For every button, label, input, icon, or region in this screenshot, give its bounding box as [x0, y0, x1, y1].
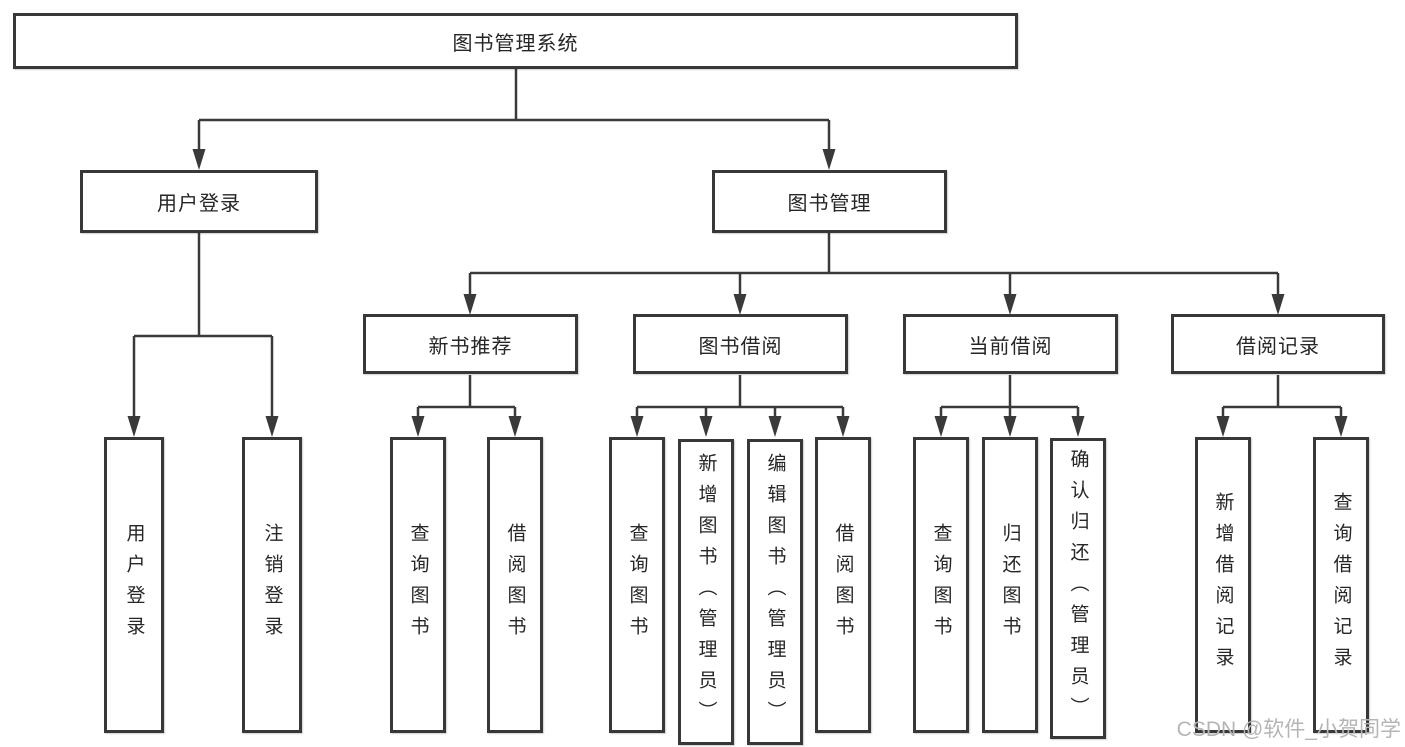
leaf-query-books-current: 查询图书: [913, 437, 969, 733]
node-book-management: 图书管理: [712, 170, 947, 233]
leaf-return-book-label: 归还图书: [999, 523, 1021, 647]
leaf-user-login: 用户登录: [104, 437, 164, 733]
node-user-login: 用户登录: [80, 170, 318, 233]
leaf-borrow-books-recommend-label: 借阅图书: [504, 523, 526, 647]
csdn-watermark: CSDN @软件_小贺同学: [1176, 718, 1401, 741]
node-book-borrowing: 图书借阅: [633, 314, 848, 374]
node-root-system-label: 图书管理系统: [452, 32, 579, 55]
node-book-borrowing-label: 图书借阅: [698, 335, 783, 358]
tree-connector-path: [132, 69, 1343, 419]
leaf-logout-label: 注销登录: [261, 523, 283, 647]
leaf-query-books-borrowing: 查询图书: [609, 437, 665, 733]
leaf-add-borrow-record: 新增借阅记录: [1195, 437, 1251, 733]
node-borrowing-records-label: 借阅记录: [1236, 335, 1320, 358]
node-root-system: 图书管理系统: [13, 13, 1018, 69]
node-user-login-label: 用户登录: [157, 193, 241, 215]
node-book-management-label: 图书管理: [787, 193, 872, 215]
leaf-return-book: 归还图书: [982, 437, 1038, 733]
leaf-query-borrow-record: 查询借阅记录: [1313, 437, 1369, 733]
leaf-confirm-return-admin-label: 确认归还（管理员）: [1067, 449, 1089, 728]
leaf-edit-book-admin: 编辑图书（管理员）: [747, 439, 803, 745]
leaf-query-books-current-label: 查询图书: [930, 523, 952, 647]
leaf-query-books-borrowing-label: 查询图书: [626, 523, 648, 647]
leaf-add-book-admin-label: 新增图书（管理员）: [695, 452, 717, 732]
node-borrowing-records: 借阅记录: [1171, 314, 1385, 374]
leaf-query-books-recommend: 查询图书: [390, 437, 446, 733]
leaf-add-book-admin: 新增图书（管理员）: [678, 439, 734, 745]
node-new-book-recommend: 新书推荐: [363, 314, 578, 374]
leaf-confirm-return-admin: 确认归还（管理员）: [1050, 438, 1106, 739]
node-current-borrowing-label: 当前借阅: [968, 335, 1053, 358]
leaf-borrow-books-borrowing-label: 借阅图书: [832, 523, 854, 647]
leaf-logout: 注销登录: [242, 437, 302, 733]
node-current-borrowing: 当前借阅: [903, 314, 1118, 374]
leaf-borrow-books-borrowing: 借阅图书: [815, 437, 871, 733]
leaf-query-books-recommend-label: 查询图书: [407, 523, 429, 647]
leaf-borrow-books-recommend: 借阅图书: [487, 437, 543, 733]
leaf-query-borrow-record-label: 查询借阅记录: [1330, 492, 1352, 678]
leaf-edit-book-admin-label: 编辑图书（管理员）: [764, 452, 786, 732]
node-new-book-recommend-label: 新书推荐: [428, 335, 513, 358]
leaf-add-borrow-record-label: 新增借阅记录: [1212, 492, 1234, 678]
leaf-user-login-label: 用户登录: [123, 523, 145, 647]
